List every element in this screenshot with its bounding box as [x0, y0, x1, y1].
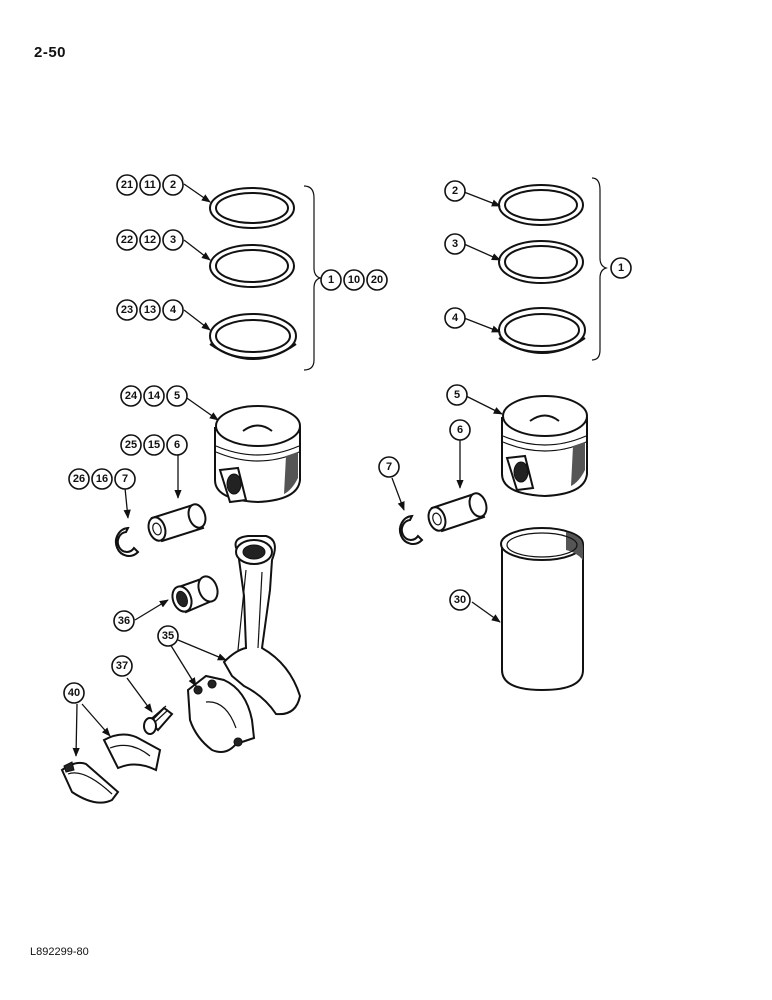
callout-bolt: 37 [111, 655, 133, 677]
right-piston-ring-top [498, 184, 584, 226]
svg-text:5: 5 [454, 389, 460, 401]
left-piston-ring-top [209, 187, 295, 229]
callout-left-pin: 25 15 6 [120, 434, 188, 456]
svg-text:7: 7 [122, 473, 128, 485]
svg-text:26: 26 [73, 473, 85, 485]
callout-left-retainer: 26 16 7 [68, 468, 136, 490]
svg-text:5: 5 [174, 390, 180, 402]
callout-bushing: 36 [113, 610, 135, 632]
left-pin-retainer [114, 526, 140, 557]
svg-text:2: 2 [452, 185, 458, 197]
svg-text:14: 14 [148, 390, 161, 402]
callout-right-retainer: 7 [378, 456, 400, 478]
svg-text:6: 6 [174, 439, 180, 451]
callout-right-pin: 6 [449, 419, 471, 441]
svg-text:1: 1 [328, 274, 334, 286]
right-piston-pin [427, 492, 488, 533]
right-piston-ring-middle [498, 240, 584, 284]
right-piston-ring-bottom [498, 307, 586, 354]
svg-text:1: 1 [618, 262, 624, 274]
svg-text:4: 4 [170, 304, 177, 316]
callout-right-piston: 5 [446, 384, 468, 406]
page-number: 2-50 [34, 44, 67, 61]
svg-text:20: 20 [371, 274, 383, 286]
svg-text:37: 37 [116, 660, 128, 672]
callout-rod: 35 [157, 625, 179, 647]
svg-text:3: 3 [170, 234, 176, 246]
callout-left-kit: 1 10 20 [320, 269, 388, 291]
right-piston [501, 395, 588, 498]
svg-text:30: 30 [454, 594, 466, 606]
callout-left-piston: 24 14 5 [120, 385, 188, 407]
left-kit-bracket [303, 185, 322, 371]
svg-text:11: 11 [144, 179, 156, 191]
svg-text:24: 24 [125, 390, 138, 402]
svg-text:21: 21 [121, 179, 133, 191]
callout-left-ring-bottom: 23 13 4 [116, 299, 184, 321]
cylinder-sleeve [500, 527, 584, 692]
svg-text:10: 10 [348, 274, 360, 286]
rod-bolt [143, 705, 174, 735]
svg-text:15: 15 [148, 439, 160, 451]
svg-text:35: 35 [162, 630, 174, 642]
right-kit-bracket [591, 177, 608, 361]
rod-bushing [171, 575, 219, 614]
callout-sleeve: 30 [449, 589, 471, 611]
left-piston-pin [147, 503, 207, 543]
figure-reference: L892299-80 [30, 946, 89, 958]
svg-text:6: 6 [457, 424, 463, 436]
svg-text:36: 36 [118, 615, 130, 627]
left-piston-ring-bottom [209, 313, 297, 360]
left-piston-ring-middle [209, 244, 295, 288]
svg-text:22: 22 [121, 234, 133, 246]
svg-text:2: 2 [170, 179, 176, 191]
svg-text:4: 4 [452, 312, 459, 324]
callout-left-ring-top: 21 11 2 [116, 174, 184, 196]
callout-right-ring-top: 2 [444, 180, 466, 202]
rod-bearing [60, 733, 162, 804]
svg-text:12: 12 [144, 234, 156, 246]
svg-text:13: 13 [144, 304, 156, 316]
svg-text:23: 23 [121, 304, 133, 316]
svg-text:25: 25 [125, 439, 137, 451]
callout-left-ring-middle: 22 12 3 [116, 229, 184, 251]
callout-right-ring-middle: 3 [444, 233, 466, 255]
svg-text:7: 7 [386, 461, 392, 473]
svg-text:3: 3 [452, 238, 458, 250]
left-piston [214, 405, 301, 504]
callout-right-ring-bottom: 4 [444, 307, 466, 329]
svg-text:16: 16 [96, 473, 108, 485]
right-pin-retainer [398, 514, 424, 545]
callout-right-kit: 1 [610, 257, 632, 279]
callout-bearing: 40 [63, 682, 85, 704]
svg-text:40: 40 [68, 687, 80, 699]
connecting-rod [186, 535, 302, 753]
